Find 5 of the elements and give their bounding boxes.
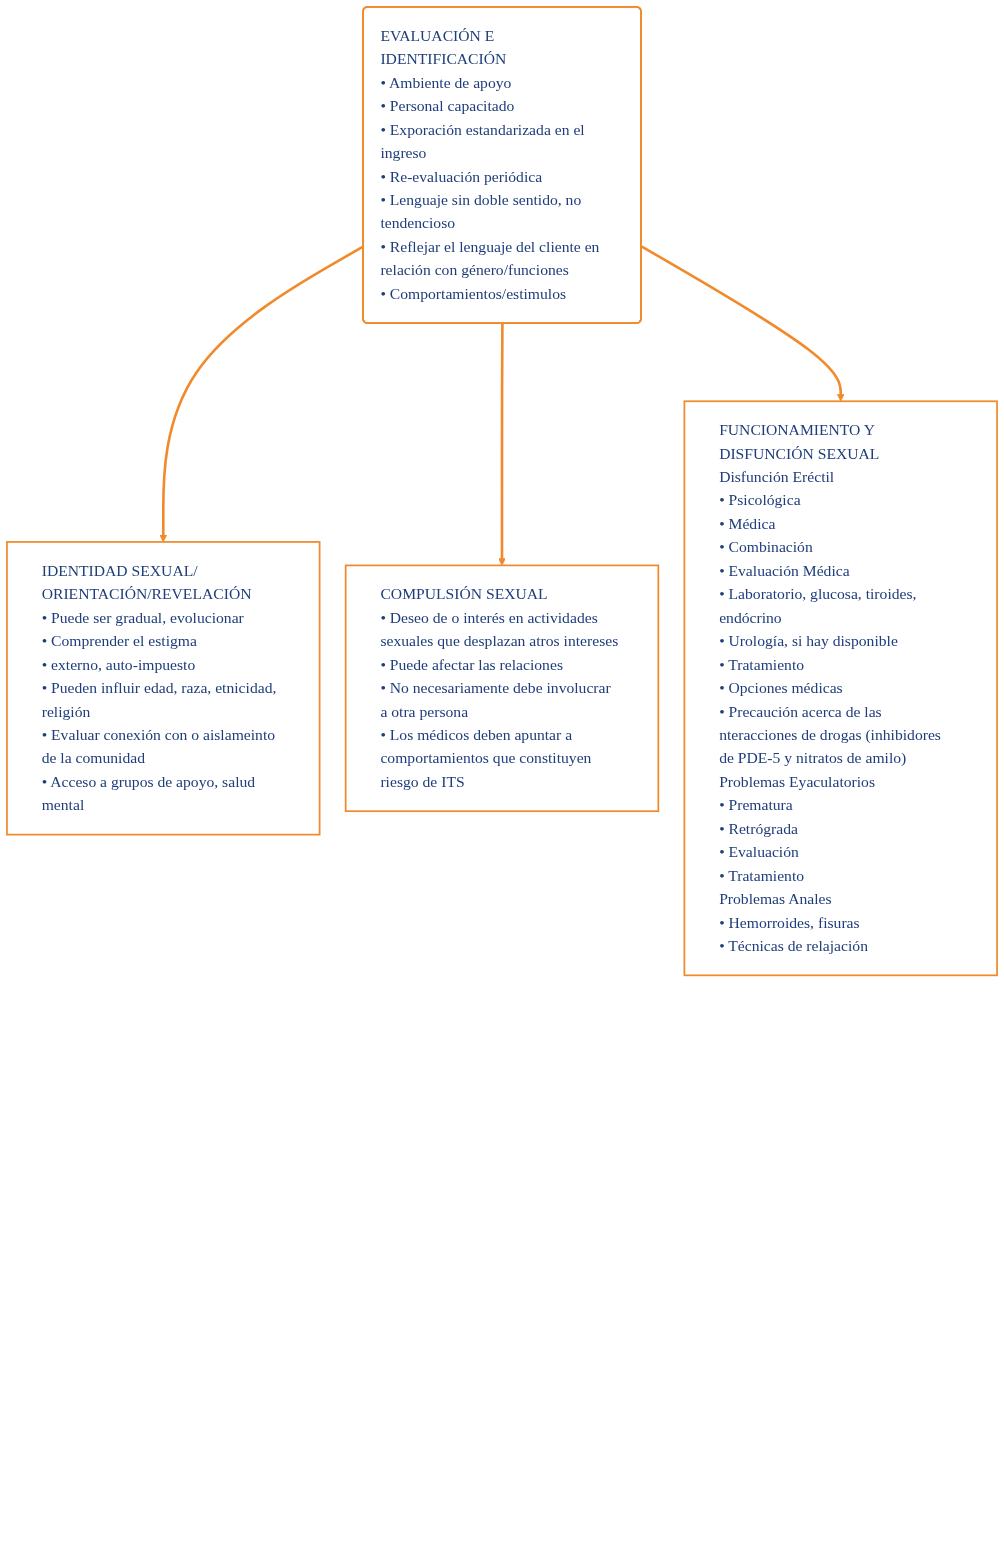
node-box: FUNCIONAMIENTO Y DISFUNCIÓN SEXUAL Disfunción Eréctil • Psicológica • Médica • Combinación • Evaluación Médica • Laboratorio, glucosa, tiroides, endócrino • Urología, si hay disponible • Tratamiento • Opciones médicas • Precaución acerca de las nteracciones de drogas (inhibidores de PDE-5 y nitratos de amilo) Problemas Eyaculatorios • Prematura • Retrógrada • Evaluación • Tratamiento Problemas Anales • Hemorroides, fisuras • Técnicas de relajación <box>683 400 998 977</box>
arrow <box>498 323 506 566</box>
arrow <box>640 245 845 402</box>
node-box: COMPULSIÓN SEXUAL • Deseo de o interés en actividades sexuales que desplazan atros intereses • Puede afectar las relaciones • No necesariamente debe involucrar a otra persona • Los médicos deben apuntar a comportamientos que constituyen riesgo de ITS <box>344 564 660 813</box>
node-box: IDENTIDAD SEXUAL/ ORIENTACIÓN/REVELACIÓN • Puede ser gradual, evolucionar • Comprender el estigma • externo, auto-impuesto • Pueden influir edad, raza, etnicidad, religión • Evaluar conexión con o aislameinto de la comunidad • Acceso a grupos de apoyo, salud mental <box>6 541 321 836</box>
